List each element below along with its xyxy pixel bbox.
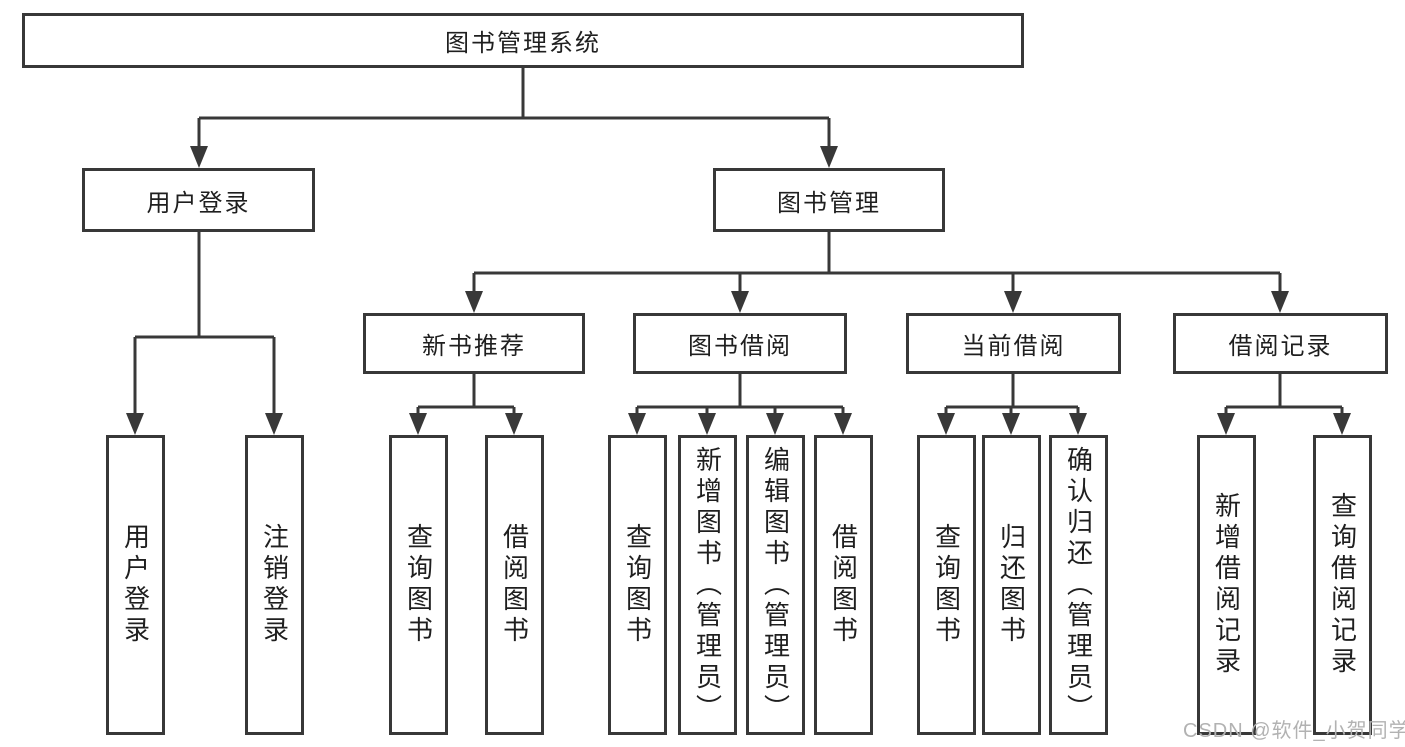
node-label: 编辑图书（管理员） (760, 445, 791, 725)
node-current-borrowing: 当前借阅 (906, 313, 1121, 374)
node-label: 借阅图书 (499, 523, 530, 647)
leaf-confirm-return-admin: 确认归还（管理员） (1049, 435, 1108, 735)
node-root: 图书管理系统 (22, 13, 1024, 68)
node-label: 图书管理 (777, 189, 881, 217)
leaf-logout: 注销登录 (245, 435, 304, 735)
node-label: 确认归还（管理员） (1063, 445, 1094, 725)
leaf-recommend-borrow-books: 借阅图书 (485, 435, 544, 735)
node-label: 查询图书 (931, 523, 962, 647)
leaf-borrow-query-books: 查询图书 (608, 435, 667, 735)
node-label: 新增借阅记录 (1211, 492, 1242, 678)
node-label: 用户登录 (146, 189, 251, 217)
node-label: 注销登录 (259, 523, 290, 647)
leaf-query-borrow-record: 查询借阅记录 (1313, 435, 1372, 735)
node-label: 查询图书 (622, 523, 653, 647)
connector-paths (133, 68, 1344, 417)
node-label: 用户登录 (120, 523, 151, 647)
leaf-edit-book-admin: 编辑图书（管理员） (746, 435, 805, 735)
leaf-borrow-books: 借阅图书 (814, 435, 873, 735)
leaf-recommend-query-books: 查询图书 (389, 435, 448, 735)
arrowheads (126, 146, 1351, 435)
node-book-borrowing: 图书借阅 (633, 313, 847, 374)
leaf-user-login: 用户登录 (106, 435, 165, 735)
leaf-current-query-books: 查询图书 (917, 435, 976, 735)
leaf-return-books: 归还图书 (982, 435, 1041, 735)
node-label: 图书管理系统 (445, 30, 601, 57)
node-book-management: 图书管理 (713, 168, 945, 232)
csdn-watermark: CSDN @软件_小贺同学 (1183, 720, 1405, 742)
node-label: 当前借阅 (961, 333, 1066, 360)
node-new-book-recommend: 新书推荐 (363, 313, 585, 374)
node-label: 新书推荐 (422, 333, 526, 360)
node-label: 图书借阅 (688, 333, 792, 360)
node-label: 查询图书 (403, 523, 434, 647)
node-label: 借阅记录 (1228, 333, 1333, 360)
node-label: 归还图书 (996, 523, 1027, 647)
node-label: 借阅图书 (828, 523, 859, 647)
node-label: 新增图书（管理员） (692, 445, 723, 725)
leaf-add-borrow-record: 新增借阅记录 (1197, 435, 1256, 735)
node-label: 查询借阅记录 (1327, 492, 1358, 678)
node-user-login: 用户登录 (82, 168, 315, 232)
leaf-add-book-admin: 新增图书（管理员） (678, 435, 737, 735)
node-borrowing-records: 借阅记录 (1173, 313, 1388, 374)
